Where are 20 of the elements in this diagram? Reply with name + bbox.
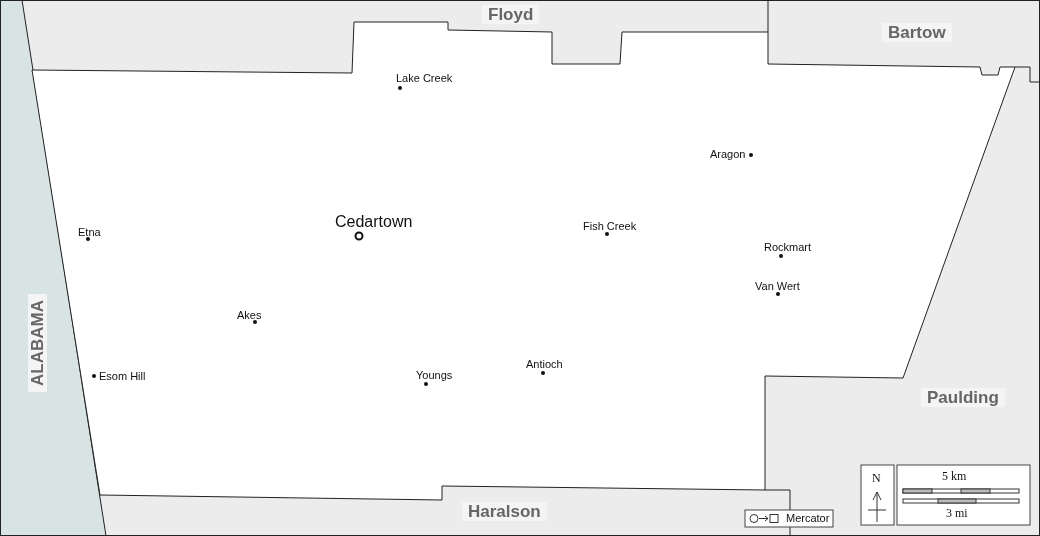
town-name: Rockmart bbox=[764, 242, 812, 253]
scale-label: 3 mi bbox=[946, 507, 968, 519]
town-name: Etna bbox=[78, 227, 101, 238]
county-name: Floyd bbox=[482, 5, 540, 24]
county-name: Bartow bbox=[882, 23, 952, 42]
projection-label: Mercator bbox=[786, 513, 830, 524]
town-name: Fish Creek bbox=[583, 221, 637, 232]
town-name: Antioch bbox=[526, 359, 563, 370]
town-name: Esom Hill bbox=[99, 371, 146, 382]
town-name: Akes bbox=[237, 310, 262, 321]
town-name: Lake Creek bbox=[396, 73, 453, 84]
town-name: Youngs bbox=[416, 370, 453, 381]
north-label: N bbox=[872, 472, 881, 484]
county-name: Haralson bbox=[462, 502, 547, 521]
county-name: Paulding bbox=[921, 388, 1005, 407]
town-name: Aragon bbox=[710, 149, 746, 160]
scale-label: 5 km bbox=[942, 470, 967, 482]
state-name: ALABAMA bbox=[28, 294, 47, 392]
city-name: Cedartown bbox=[335, 214, 413, 230]
town-name: Van Wert bbox=[755, 281, 800, 292]
